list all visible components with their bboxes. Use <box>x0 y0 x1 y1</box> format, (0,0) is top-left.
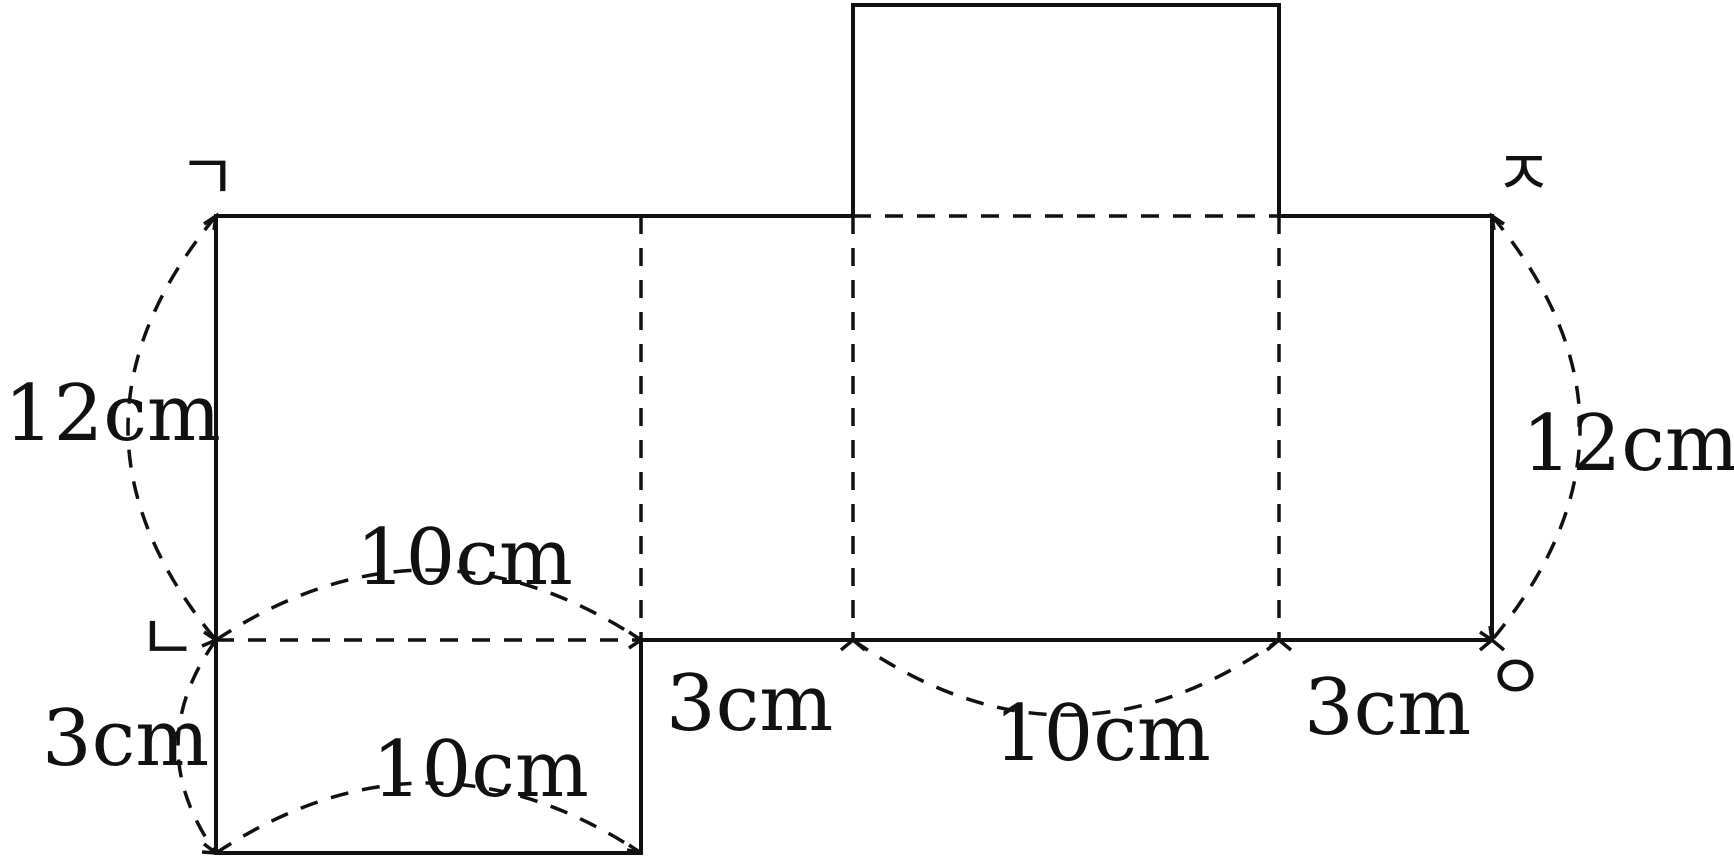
arc-top-face-width <box>215 568 642 642</box>
dimension-arcs <box>126 214 1582 855</box>
arc-middle-width <box>851 638 1281 717</box>
dim-left-height: 12cm <box>4 369 221 459</box>
dimension-labels: 12cm 12cm 10cm 10cm 3cm 3cm 10cm 3cm <box>4 369 1734 815</box>
dim-top-face-width: 10cm <box>356 513 573 603</box>
label-corner-top-right: ㅈ <box>1494 138 1553 212</box>
arc-bottom-left-height <box>176 638 218 855</box>
arc-bottom-face-width <box>215 781 642 855</box>
dim-bottom-left-height: 3cm <box>42 694 209 784</box>
arc-ticks <box>201 212 1506 856</box>
corner-labels: ㄱ ㅈ ㄴ ㅇ <box>138 138 1553 716</box>
dim-middle-depth: 3cm <box>666 659 833 749</box>
net-outline <box>214 3 1494 855</box>
dim-right-depth: 3cm <box>1304 663 1471 753</box>
label-corner-top-left: ㄱ <box>178 142 237 216</box>
dim-right-height: 12cm <box>1522 399 1734 489</box>
label-corner-bottom-right: ㅇ <box>1486 642 1545 716</box>
fold-lines <box>216 214 1281 642</box>
dim-middle-width: 10cm <box>994 689 1211 779</box>
label-corner-mid-left: ㄴ <box>138 602 197 676</box>
dim-bottom-face-width: 10cm <box>372 725 589 815</box>
arc-left-height <box>126 214 218 642</box>
arc-right-height <box>1490 214 1582 642</box>
